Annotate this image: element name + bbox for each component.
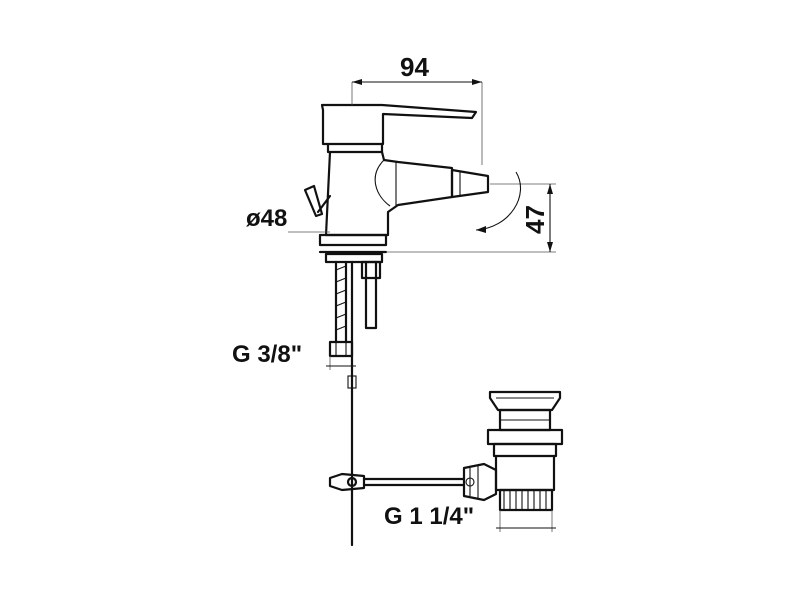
spout-body — [324, 150, 454, 237]
supply-thread-label: G 3/8" — [232, 341, 302, 368]
dimension-47: 47 — [386, 171, 556, 253]
mixer-body — [303, 103, 490, 254]
rod-connector — [462, 462, 498, 502]
cartridge-cap — [326, 142, 384, 154]
spout-inner-curve — [374, 159, 391, 207]
base-diameter-label: ø48 — [246, 205, 287, 232]
dimension-g114: G 1 1/4" — [384, 503, 556, 532]
waste-thread — [498, 488, 554, 512]
pop-up-rod — [328, 260, 466, 547]
dimension-94: 94 — [351, 52, 483, 165]
base-plate — [318, 233, 388, 247]
swivel-arc — [475, 171, 522, 231]
lever-handle — [320, 103, 478, 146]
fixing-stud — [364, 260, 378, 330]
supply-hoses — [324, 252, 384, 358]
pop-up-knob — [303, 184, 332, 218]
bidet-nozzle — [450, 168, 490, 199]
spout-reach-label: 94 — [400, 52, 429, 82]
waste-flange — [488, 390, 562, 412]
dimension-diameter-48: ø48 — [246, 205, 330, 233]
spout-height-label: 47 — [520, 205, 550, 234]
rod-clamp — [328, 472, 366, 492]
pop-up-waste — [462, 390, 564, 512]
waste-thread-label: G 1 1/4" — [384, 503, 474, 530]
flexible-hose — [334, 260, 348, 344]
